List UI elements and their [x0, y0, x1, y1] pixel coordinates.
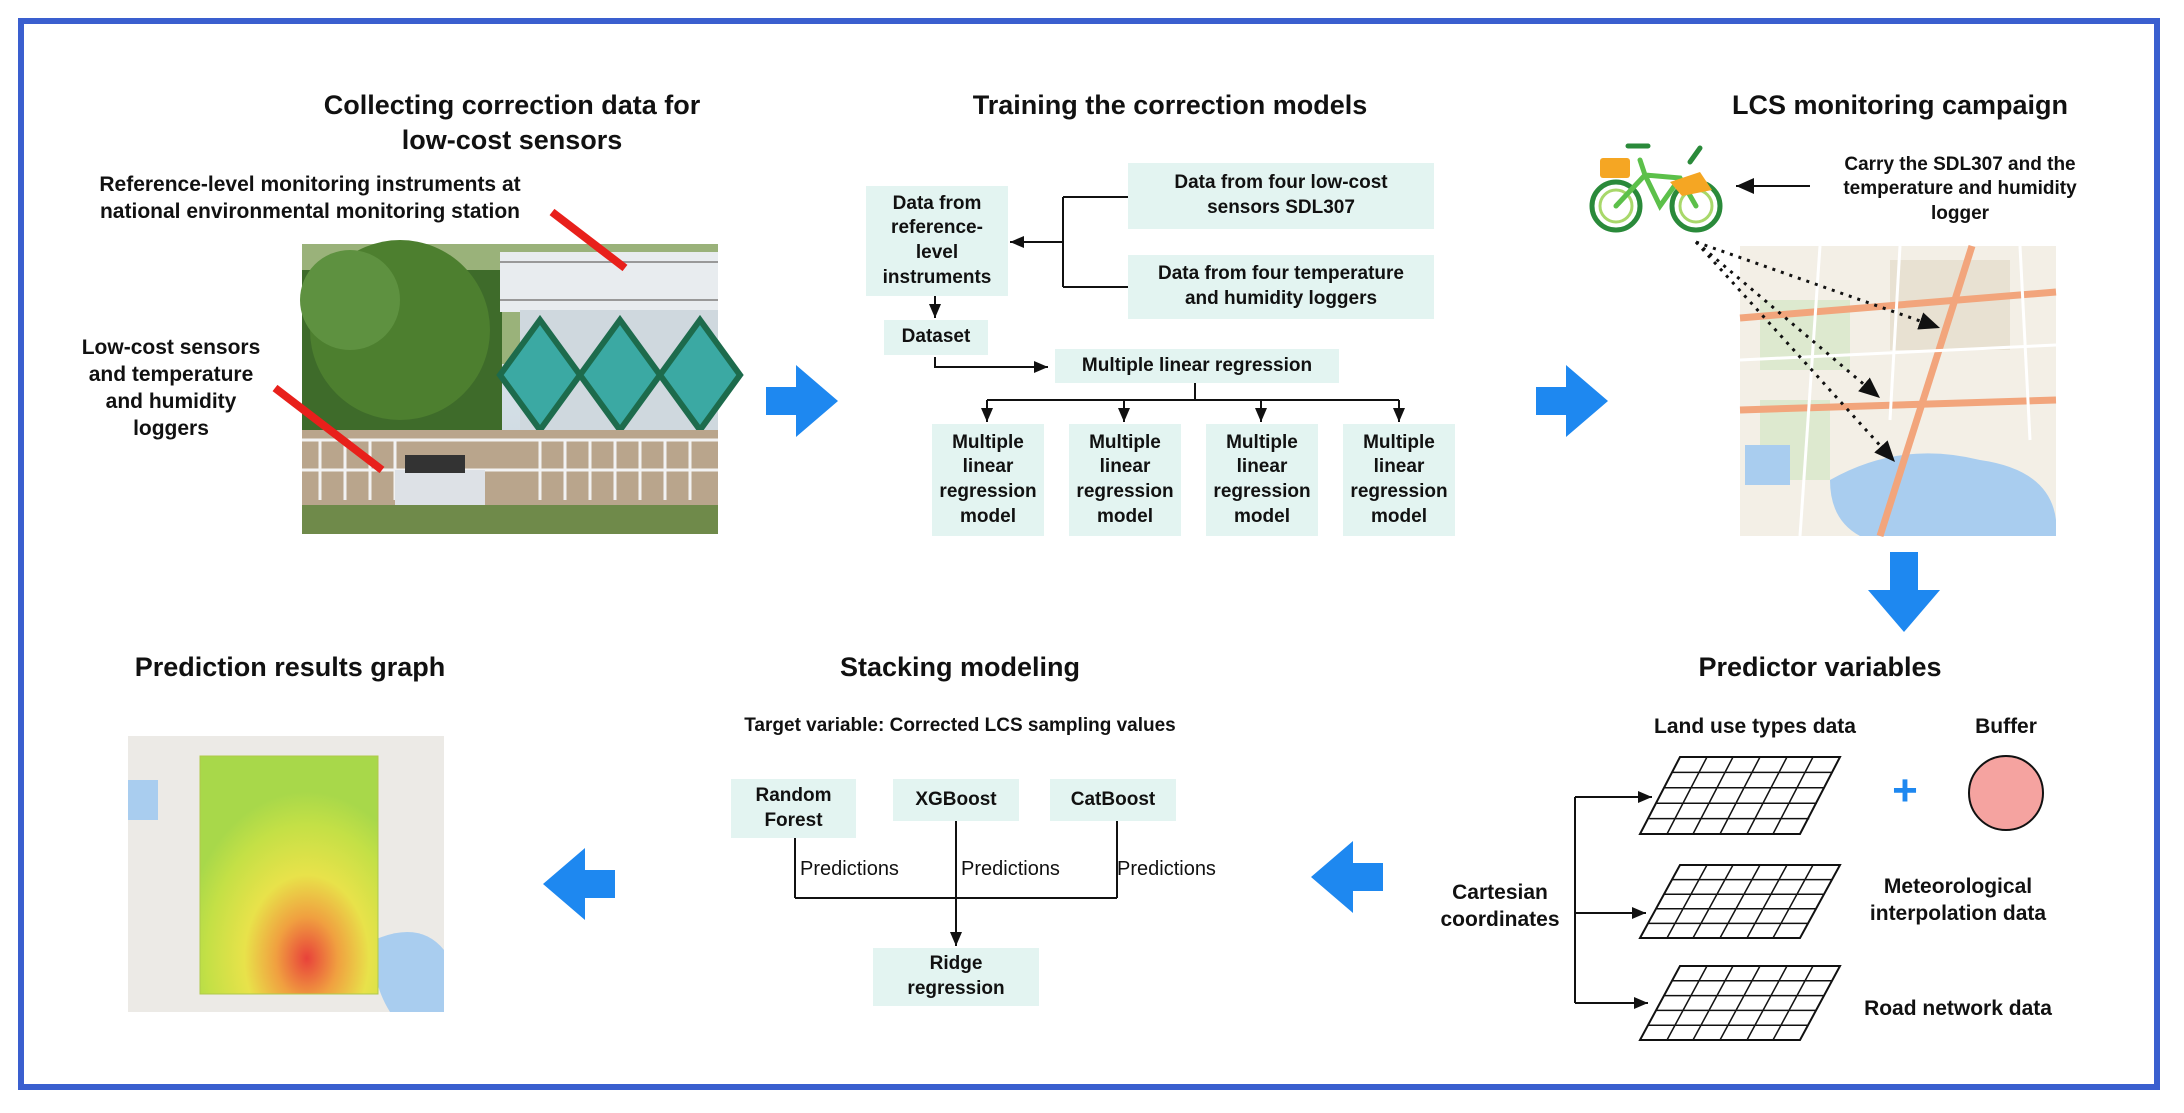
train-title: Training the correction models	[972, 90, 1368, 120]
mlr-box: Multiple linear regression	[1055, 349, 1339, 383]
arrow-right-2	[1536, 365, 1608, 437]
outer-frame	[18, 18, 2160, 1090]
catboost-box: CatBoost	[1050, 779, 1176, 821]
predictions-label-2: Predictions	[961, 858, 1060, 880]
stacking-connectors	[794, 821, 1118, 946]
meteo-label: Meteorological interpolation data	[1869, 875, 2047, 925]
plus-sign: +	[1892, 766, 1918, 815]
cartesian-connectors	[1574, 791, 1652, 1009]
ref-instruments-label: Reference-level monitoring instruments a…	[99, 173, 521, 223]
campaign-title: LCS monitoring campaign	[1731, 90, 2068, 120]
station-photo	[300, 240, 744, 534]
cartesian-label: Cartesian coordinates	[1440, 881, 1560, 931]
flow-arrows	[543, 365, 1940, 920]
dataset-box: Dataset	[884, 320, 988, 355]
collect-title: Collecting correction data for low-cost …	[323, 90, 701, 156]
sdl-data-box: Data from four low-cost sensors SDL307	[1128, 163, 1434, 229]
predictions-label-1: Predictions	[800, 858, 899, 880]
th-data-box: Data from four temperature and humidity …	[1128, 255, 1434, 319]
xgboost-box: XGBoost	[893, 779, 1019, 821]
carry-label: Carry the SDL307 and the temperature and…	[1843, 154, 2077, 224]
ref-pointer	[549, 208, 628, 272]
grid-lines	[1648, 756, 1833, 1041]
predictors-title: Predictor variables	[1698, 652, 1942, 682]
results-title: Prediction results graph	[134, 652, 446, 682]
bicycle-icon	[1589, 143, 1723, 233]
prediction-heatmap	[128, 736, 444, 1012]
training-connectors	[929, 196, 1405, 422]
city-map	[1739, 244, 2057, 538]
buffer-label: Buffer	[1975, 715, 2037, 738]
predictions-label-3: Predictions	[1117, 858, 1216, 880]
arrow-down	[1868, 552, 1940, 632]
road-label: Road network data	[1864, 997, 2052, 1020]
stacking-title: Stacking modeling	[839, 652, 1081, 682]
lcs-label: Low-cost sensors and temperature and hum…	[81, 336, 261, 440]
arrow-left-2	[543, 848, 615, 920]
ref-data-box: Data from reference- level instruments	[866, 186, 1008, 296]
target-variable-label: Target variable: Corrected LCS sampling …	[744, 715, 1176, 736]
lcs-pointer	[272, 384, 385, 474]
grid-icon	[1638, 756, 1842, 1041]
buffer-circle	[1968, 755, 2044, 831]
land-use-label: Land use types data	[1654, 715, 1856, 738]
arrow-left-1	[1311, 841, 1383, 913]
arrow-right-1	[766, 365, 838, 437]
